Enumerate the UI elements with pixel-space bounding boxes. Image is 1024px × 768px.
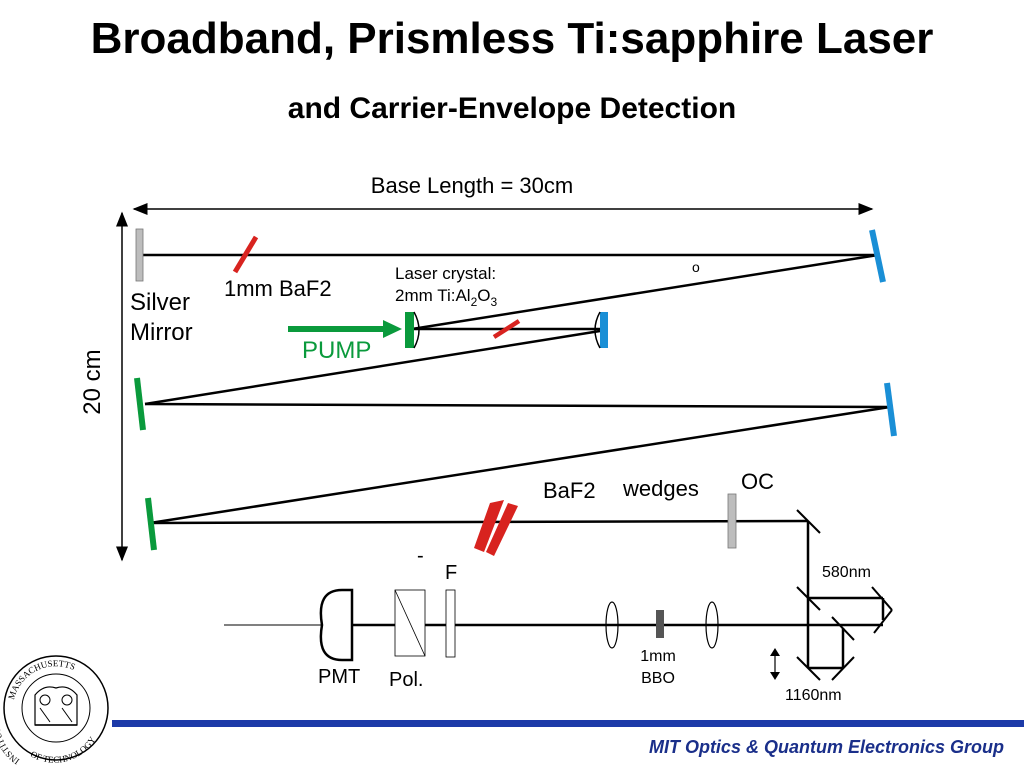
blue-mirror-top-right: [869, 229, 886, 283]
output-coupler: [727, 493, 737, 549]
minus-label: -: [417, 545, 424, 567]
green-curved-mirror: [405, 311, 420, 349]
bbo-label-1: 1mm: [640, 648, 676, 665]
crystal-label-line1: Laser crystal:: [395, 264, 496, 283]
bbo-label-2: BBO: [641, 670, 675, 687]
mit-logo: MASSACHUSETTS INSTITUTE OF TECHNOLOGY: [0, 655, 109, 767]
baf2-wedges: [474, 500, 518, 556]
nm1160-label: 1160nm: [785, 687, 842, 704]
lens-left: [605, 601, 619, 649]
slide-title: Broadband, Prismless Ti:sapphire Laser: [90, 14, 934, 63]
slide-subtitle: and Carrier-Envelope Detection: [287, 92, 737, 125]
baf2-plate-label: 1mm BaF2: [224, 276, 332, 301]
crystal-label-line2: 2mm Ti:Al2O3: [395, 286, 497, 309]
footer-bar: [112, 720, 1024, 727]
footer-text: MIT Optics & Quantum Electronics Group: [648, 737, 1004, 757]
blue-mirror-mid-right: [884, 382, 897, 437]
filter: [445, 589, 456, 658]
ti-sapphire-crystal: [492, 319, 521, 339]
silver-mirror-label-2: Mirror: [130, 319, 193, 346]
small-o-label: o: [692, 259, 700, 275]
oc-label: OC: [741, 469, 774, 494]
pump-label: PUMP: [302, 337, 371, 364]
base-length-label: Base Length = 30cm: [371, 173, 573, 198]
pmt-label: PMT: [318, 666, 360, 688]
green-mirror-left-mid: [134, 377, 146, 431]
pump-arrow: [288, 320, 402, 338]
beam-paths: [142, 253, 891, 670]
blue-curved-mirror: [594, 311, 608, 349]
pol-label: Pol.: [389, 669, 423, 691]
silver-mirror-label-1: Silver: [130, 289, 190, 316]
lens-right: [705, 601, 719, 649]
svg-text:OF TECHNOLOGY: OF TECHNOLOGY: [29, 734, 98, 764]
polarizer: [394, 589, 426, 657]
pmt-detector: [319, 588, 354, 662]
baf2-plate: [232, 235, 259, 274]
delay-arrow: [770, 648, 780, 680]
green-mirror-left-bottom: [145, 497, 157, 551]
bbo-crystal: [656, 610, 664, 638]
silver-mirror: [135, 228, 144, 282]
interferometer-mirrors: [796, 509, 893, 681]
wedges-label: wedges: [622, 476, 699, 501]
height-label: 20 cm: [79, 349, 106, 414]
wedges-baf2-label: BaF2: [543, 478, 596, 503]
nm580-label: 580nm: [822, 564, 871, 581]
filter-label: F: [445, 562, 457, 584]
